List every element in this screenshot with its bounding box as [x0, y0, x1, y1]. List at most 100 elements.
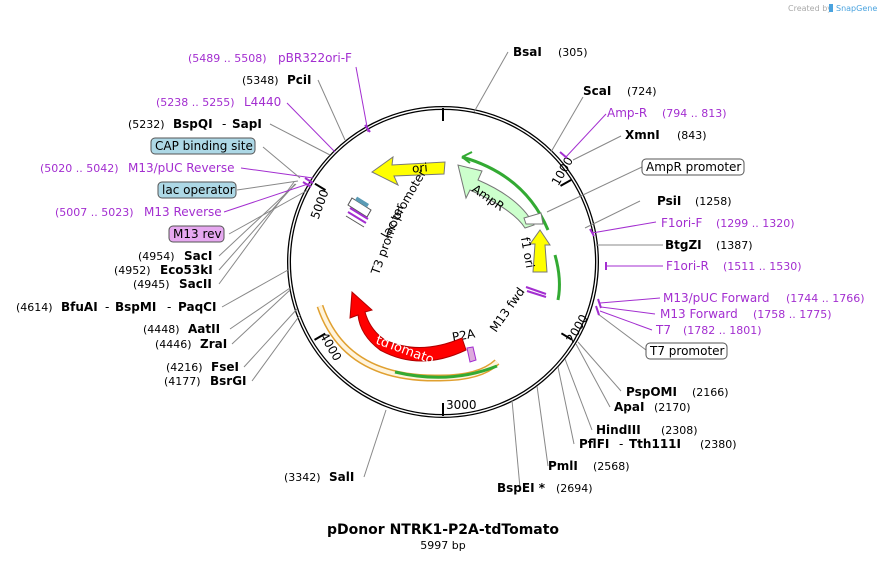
primer-l4440-pos: (5238 .. 5255) — [156, 96, 235, 109]
ori-label: ori — [411, 160, 428, 175]
primer-f1ori-r-name: F1ori-R — [666, 259, 709, 273]
primer-marks — [302, 124, 607, 316]
site-fsei-pos: (4216) — [166, 361, 203, 374]
primer-f1ori-f-name: F1ori-F — [661, 216, 702, 230]
m13fwd-label: M13 fwd — [487, 285, 528, 335]
primer-m13rev-name: M13 Reverse — [144, 205, 222, 219]
box-m13rev-label: M13 rev — [173, 227, 222, 241]
primer-m13puc-fwd-pos: (1744 .. 1766) — [786, 292, 865, 305]
site-eco53ki-pos: (4952) — [114, 264, 151, 277]
site-btgzi-pos: (1387) — [716, 239, 753, 252]
box-cap-label: CAP binding site — [155, 139, 253, 153]
site-saci-pos: (4954) — [138, 250, 175, 263]
site-bspmi-name: BspMI — [115, 300, 156, 314]
primer-m13rev-pos: (5007 .. 5023) — [55, 206, 134, 219]
site-sali-name: SalI — [329, 470, 354, 484]
site-bsai-name: BsaI — [513, 45, 542, 59]
site-pcii-name: PciI — [287, 73, 312, 87]
primer-l4440-name: L4440 — [244, 95, 281, 109]
site-bfuai-name: BfuAI — [61, 300, 98, 314]
site-hindiii-pos: (2308) — [661, 424, 698, 437]
site-fsei-name: FseI — [211, 360, 239, 374]
primer-ampr-pos: (794 .. 813) — [662, 107, 727, 120]
backbone — [287, 106, 599, 418]
tick-label-1000: 1000 — [549, 155, 576, 188]
tdtomato-label: tdTomato — [374, 333, 436, 368]
feature-ampr-promoter — [523, 212, 544, 225]
site-scai-pos: (724) — [627, 85, 657, 98]
site-sali-pos: (3342) — [284, 471, 321, 484]
plasmid-title: pDonor NTRK1-P2A-tdTomato — [327, 522, 559, 538]
primer-m13fwd-pos: (1758 .. 1775) — [753, 308, 832, 321]
site-scai-name: ScaI — [583, 84, 611, 98]
site-bsrgi-name: BsrGI — [210, 374, 247, 388]
site-psii-pos: (1258) — [695, 195, 732, 208]
box-t7-promoter: T7 promoter — [645, 342, 728, 360]
box-m13-rev: M13 rev — [168, 225, 225, 243]
primer-m13fwd-name: M13 Forward — [660, 307, 738, 321]
primer-m13puc-fwd-name: M13/pUC Forward — [663, 291, 770, 305]
site-btgzi-name: BtgZI — [665, 238, 702, 252]
site-paqci-name: PaqCI — [178, 300, 216, 314]
site-aatii-name: AatII — [188, 322, 220, 336]
tick-label-2000: 2000 — [563, 312, 590, 345]
tick-marks — [313, 108, 573, 416]
primer-ampr-name: Amp-R — [607, 106, 647, 120]
site-pcii-pos: (5348) — [242, 74, 279, 87]
primer-pbr322-name: pBR322ori-F — [278, 51, 352, 65]
site-bfuai-sep1: - — [105, 300, 109, 314]
box-lacop-label: lac operator — [162, 183, 235, 197]
site-zrai-name: ZraI — [200, 337, 227, 351]
site-bspqi-pos: (5232) — [128, 118, 165, 131]
primer-t7-name: T7 — [655, 323, 671, 337]
primer-f1ori-r-pos: (1511 .. 1530) — [723, 260, 802, 273]
site-bsrgi-pos: (4177) — [164, 375, 201, 388]
feature-ori: ori — [371, 155, 446, 187]
primer-pbr322-pos: (5489 .. 5508) — [188, 52, 267, 65]
t3promoter-label: T3 promoter — [368, 202, 407, 278]
site-pflfi-pos: (2380) — [700, 438, 737, 451]
site-bfuai-sep2: - — [167, 300, 171, 314]
site-bsai-pos: (305) — [558, 46, 588, 59]
box-t7-promoter-label: T7 promoter — [649, 344, 725, 358]
site-pflfi-sep: - — [619, 437, 623, 451]
feature-f1ori: f1 ori — [518, 229, 561, 301]
site-sacii-pos: (4945) — [133, 278, 170, 291]
feature-m13fwd: M13 fwd — [487, 285, 547, 335]
site-saci-name: SacI — [184, 249, 212, 263]
site-pflfi-name: PflFI — [579, 437, 609, 451]
site-psii-name: PsiI — [657, 194, 681, 208]
site-sapi-name: SapI — [232, 117, 262, 131]
site-bspqi-name: BspQI — [173, 117, 213, 131]
site-bspei-name: BspEI * — [497, 481, 546, 495]
plasmid-length: 5997 bp — [420, 539, 465, 552]
site-bfuai-pos: (4614) — [16, 301, 53, 314]
site-pspomi-name: PspOMI — [626, 385, 677, 399]
site-apai-pos: (2170) — [654, 401, 691, 414]
site-pspomi-pos: (2166) — [692, 386, 729, 399]
primer-m13puc-rev-pos: (5020 .. 5042) — [40, 162, 119, 175]
site-pmli-pos: (2568) — [593, 460, 630, 473]
credit-brand: SnapGene — [836, 4, 877, 13]
site-xmni-name: XmnI — [625, 128, 660, 142]
tick-label-3000: 3000 — [446, 398, 477, 412]
f1ori-label: f1 ori — [518, 236, 537, 269]
site-eco53ki-name: Eco53kI — [160, 263, 213, 277]
box-ampr-promoter: AmpR promoter — [641, 158, 745, 176]
site-pmli-name: PmlI — [548, 459, 578, 473]
box-cap-binding-site: CAP binding site — [150, 137, 256, 155]
primer-t7-pos: (1782 .. 1801) — [683, 324, 762, 337]
site-sacii-name: SacII — [179, 277, 212, 291]
primer-f1ori-f-pos: (1299 .. 1320) — [716, 217, 795, 230]
primer-m13puc-rev-name: M13/pUC Reverse — [128, 161, 235, 175]
box-lac-operator: lac operator — [157, 181, 237, 199]
site-hindiii-name: HindIII — [596, 423, 641, 437]
site-bspqi-sep: - — [222, 117, 226, 131]
credit-prefix: Created by — [788, 4, 832, 13]
site-zrai-pos: (4446) — [155, 338, 192, 351]
feature-lac-promoter: lac promoter T3 promoter — [345, 167, 429, 278]
tick-label-5000: 5000 — [308, 188, 332, 221]
site-xmni-pos: (843) — [677, 129, 707, 142]
site-apai-name: ApaI — [614, 400, 644, 414]
